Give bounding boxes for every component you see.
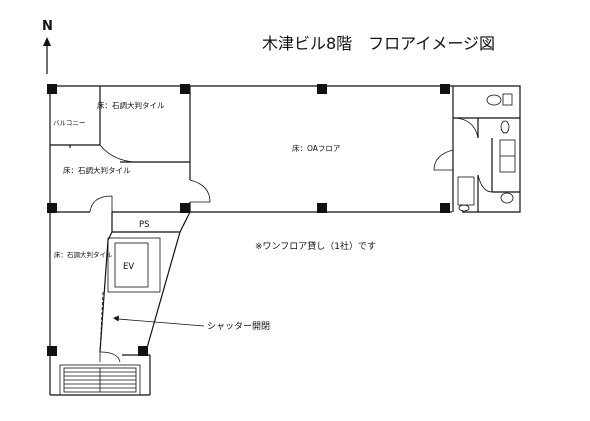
balcony-label: バルコニー <box>53 119 85 127</box>
north-label: N <box>42 19 53 34</box>
column <box>47 346 57 356</box>
staircase <box>59 364 141 396</box>
column <box>440 203 450 213</box>
outer-walls <box>49 85 521 396</box>
shutter-leader-line <box>117 318 205 327</box>
column <box>440 84 450 94</box>
ps-label: PS <box>139 220 150 230</box>
north-arrow: N <box>42 19 53 74</box>
column <box>317 84 327 94</box>
shutter-line <box>99 291 104 353</box>
structural-columns <box>47 84 450 356</box>
shutter-leader-arrow <box>113 315 119 322</box>
column <box>47 203 57 213</box>
oa-floor-label: 床：OAフロア <box>292 143 340 153</box>
service-core <box>433 86 520 212</box>
column <box>47 84 57 94</box>
column <box>317 203 327 213</box>
interior-partitions <box>50 86 211 363</box>
floor-tile-label-2: 床：石調大判タイル <box>63 165 131 175</box>
column <box>180 203 190 213</box>
plan-title: 木津ビル8階 フロアイメージ図 <box>262 34 495 53</box>
column <box>180 84 190 94</box>
column <box>138 346 148 356</box>
ev-label: EV <box>123 262 134 272</box>
floor-tile-label-3: 床：石調大判タイル <box>54 250 113 259</box>
floor-tile-label-1: 床：石調大判タイル <box>97 100 165 110</box>
shutter-note: シャッター開閉 <box>207 321 270 332</box>
lease-note: ※ワンフロア貸し（1社）です <box>255 240 376 252</box>
